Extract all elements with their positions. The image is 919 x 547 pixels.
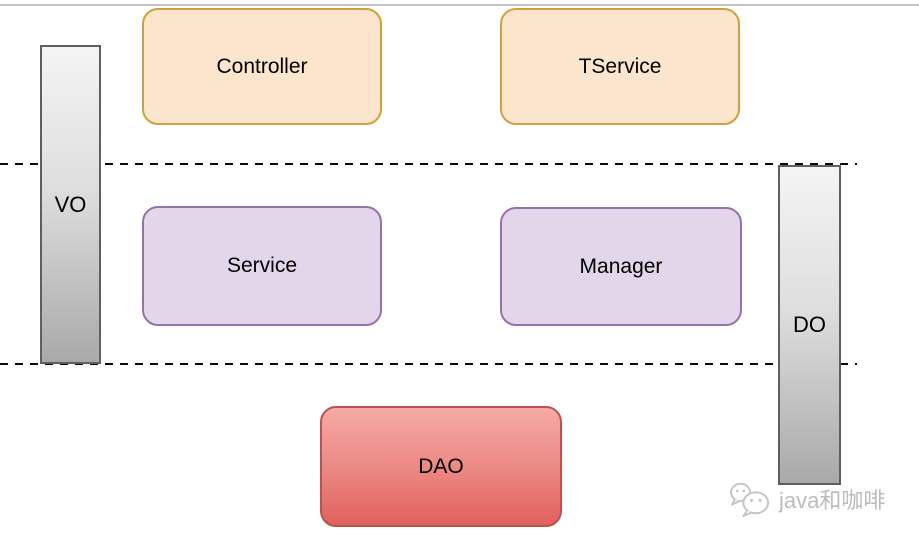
service-box-label: Service	[226, 254, 298, 277]
vo-bar: VO	[40, 45, 101, 364]
dao-box-label: DAO	[418, 454, 464, 478]
watermark: java和咖啡	[728, 480, 885, 518]
watermark-text: java和咖啡	[779, 488, 886, 513]
wechat-icon	[728, 480, 774, 518]
controller-box-label: Controller	[216, 54, 308, 78]
dao-box: DAO	[320, 406, 562, 527]
manager-box-label: Manager	[579, 254, 663, 278]
manager-box: Manager	[500, 207, 742, 326]
top-divider	[0, 4, 919, 6]
vo-bar-label: VO	[54, 191, 87, 217]
tservice-box-label: TService	[578, 54, 662, 78]
layer-divider-lower	[0, 363, 857, 365]
layer-divider-upper	[0, 163, 857, 165]
do-bar-label: DO	[793, 312, 826, 337]
do-bar: DO	[778, 165, 841, 485]
controller-box: Controller	[142, 8, 382, 125]
service-box: Service	[142, 206, 382, 326]
tservice-box: TService	[500, 8, 740, 125]
